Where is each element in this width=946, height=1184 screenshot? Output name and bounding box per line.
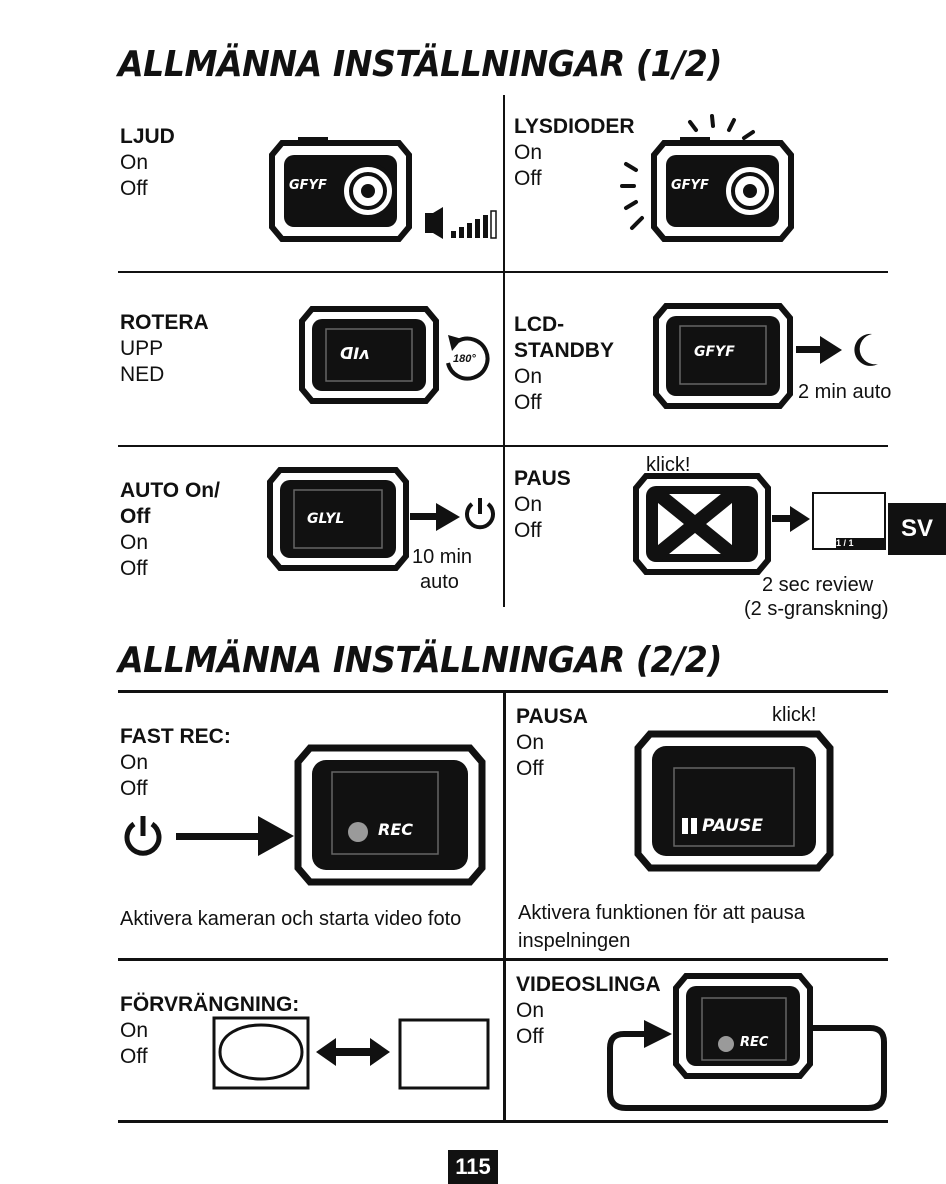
lcd-screen-text: GFYF bbox=[694, 344, 735, 360]
lysdioder-on: On bbox=[514, 141, 543, 164]
lcd-on: On bbox=[514, 365, 543, 388]
lcd-labels: LCD- STANDBY On Off bbox=[514, 312, 614, 416]
ljud-brand-label: GFYF bbox=[289, 178, 327, 193]
lcd-off: Off bbox=[514, 391, 542, 414]
grid-divider-3 bbox=[118, 690, 888, 693]
videoslinga-screen-text: REC bbox=[740, 1035, 769, 1050]
auto-screen-text: GLYL bbox=[307, 511, 345, 527]
camera-front-icon bbox=[269, 137, 412, 242]
grid-divider-vertical-2 bbox=[503, 692, 506, 1122]
language-tab: SV bbox=[888, 503, 946, 555]
lcd-title-1: LCD- bbox=[514, 313, 565, 336]
fast-rec-labels: FAST REC: On Off bbox=[120, 724, 231, 802]
loop-arrow-icon bbox=[607, 1020, 887, 1111]
pausa-screen-text: PAUSE bbox=[702, 816, 763, 836]
camera-back-rotate-icon bbox=[299, 306, 439, 404]
fast-rec-on: On bbox=[120, 751, 149, 774]
led-rays-icon bbox=[620, 114, 755, 230]
page-title-1: ALLMÄNNA INSTÄLLNINGAR (1/2) bbox=[118, 44, 722, 85]
camera-back-auto-icon bbox=[267, 467, 409, 571]
page-number: 115 bbox=[448, 1150, 498, 1184]
pausa-click: klick! bbox=[772, 704, 817, 726]
pausa-labels: PAUSA On Off bbox=[516, 704, 588, 782]
ljud-title: LJUD bbox=[120, 125, 175, 148]
lysdioder-off: Off bbox=[514, 167, 542, 190]
fast-rec-screen-text: REC bbox=[378, 820, 413, 839]
paus-click: klick! bbox=[646, 454, 691, 476]
ljud-off: Off bbox=[120, 177, 148, 200]
videoslinga-labels: VIDEOSLINGA On Off bbox=[516, 972, 661, 1050]
paus-title: PAUS bbox=[514, 467, 571, 490]
grid-divider-1 bbox=[118, 271, 888, 273]
fast-rec-off: Off bbox=[120, 777, 148, 800]
paus-labels: PAUS On Off bbox=[514, 466, 571, 544]
fast-rec-description: Aktivera kameran och starta video foto bbox=[120, 908, 462, 930]
forvrangning-on: On bbox=[120, 1019, 149, 1042]
forvrangning-off: Off bbox=[120, 1045, 148, 1068]
auto-note-1: 10 min bbox=[412, 546, 473, 568]
rotate-arrow-icon bbox=[446, 335, 490, 381]
rotera-angle: 180° bbox=[453, 353, 476, 365]
auto-labels: AUTO On/ Off On Off bbox=[120, 478, 220, 582]
videoslinga-off: Off bbox=[516, 1025, 544, 1048]
paus-off: Off bbox=[514, 519, 542, 542]
fast-rec-power-arrow-icon bbox=[124, 816, 294, 856]
rotera-up: UPP bbox=[120, 337, 164, 360]
camera-back-rec-icon bbox=[294, 744, 486, 886]
rotera-screen-text: ᗡIᴧ bbox=[340, 344, 370, 363]
auto-title-1: AUTO On/ bbox=[120, 479, 220, 502]
grid-divider-2 bbox=[118, 445, 888, 447]
lysdioder-labels: LYSDIODER On Off bbox=[514, 114, 635, 192]
auto-title-2: Off bbox=[120, 505, 151, 528]
rotera-title: ROTERA bbox=[120, 311, 209, 334]
videoslinga-on: On bbox=[516, 999, 545, 1022]
ljud-labels: LJUD On Off bbox=[120, 124, 175, 202]
review-screen-counter: 1 / 1 bbox=[836, 538, 854, 548]
camera-back-pause-icon bbox=[634, 730, 834, 872]
lcd-arrow-icon bbox=[796, 336, 842, 364]
pausa-description-1: Aktivera funktionen för att pausa bbox=[518, 902, 805, 924]
power-icon bbox=[465, 498, 495, 530]
camera-back-loop-icon bbox=[673, 973, 813, 1079]
auto-note-2: auto bbox=[420, 571, 459, 593]
rotera-down: NED bbox=[120, 363, 165, 386]
distortion-comparison-icon bbox=[212, 1016, 490, 1090]
paus-on: On bbox=[514, 493, 543, 516]
paus-review-2: (2 s-granskning) bbox=[744, 598, 889, 620]
pausa-off: Off bbox=[516, 757, 544, 780]
grid-divider-5 bbox=[118, 1120, 888, 1123]
grid-divider-4 bbox=[118, 958, 888, 961]
lysdioder-title: LYSDIODER bbox=[514, 115, 635, 138]
fast-rec-title: FAST REC: bbox=[120, 725, 231, 748]
pausa-description-2: inspelningen bbox=[518, 930, 631, 952]
volume-icon bbox=[425, 207, 497, 239]
rotera-labels: ROTERA UPP NED bbox=[120, 310, 209, 388]
pausa-on: On bbox=[516, 731, 545, 754]
page-title-2: ALLMÄNNA INSTÄLLNINGAR (2/2) bbox=[118, 640, 722, 681]
moon-icon bbox=[854, 333, 878, 366]
paus-review-1: 2 sec review bbox=[762, 574, 874, 596]
review-screen-icon bbox=[812, 492, 886, 550]
auto-on: On bbox=[120, 531, 149, 554]
forvrangning-labels: FÖRVRÄNGNING: On Off bbox=[120, 992, 299, 1070]
lcd-title-2: STANDBY bbox=[514, 339, 614, 362]
videoslinga-title: VIDEOSLINGA bbox=[516, 973, 661, 996]
auto-arrow-icon bbox=[410, 503, 460, 531]
paus-arrow-icon bbox=[772, 506, 810, 532]
grid-divider-vertical-1 bbox=[503, 95, 505, 607]
camera-front-led-icon bbox=[651, 137, 794, 242]
pausa-title: PAUSA bbox=[516, 705, 588, 728]
camera-back-paus-icon bbox=[633, 473, 771, 575]
forvrangning-title: FÖRVRÄNGNING: bbox=[120, 993, 300, 1016]
lysdioder-brand-label: GFYF bbox=[671, 178, 709, 193]
ljud-on: On bbox=[120, 151, 149, 174]
auto-off: Off bbox=[120, 557, 148, 580]
lcd-note: 2 min auto bbox=[798, 381, 892, 403]
camera-back-lcd-icon bbox=[653, 303, 793, 409]
